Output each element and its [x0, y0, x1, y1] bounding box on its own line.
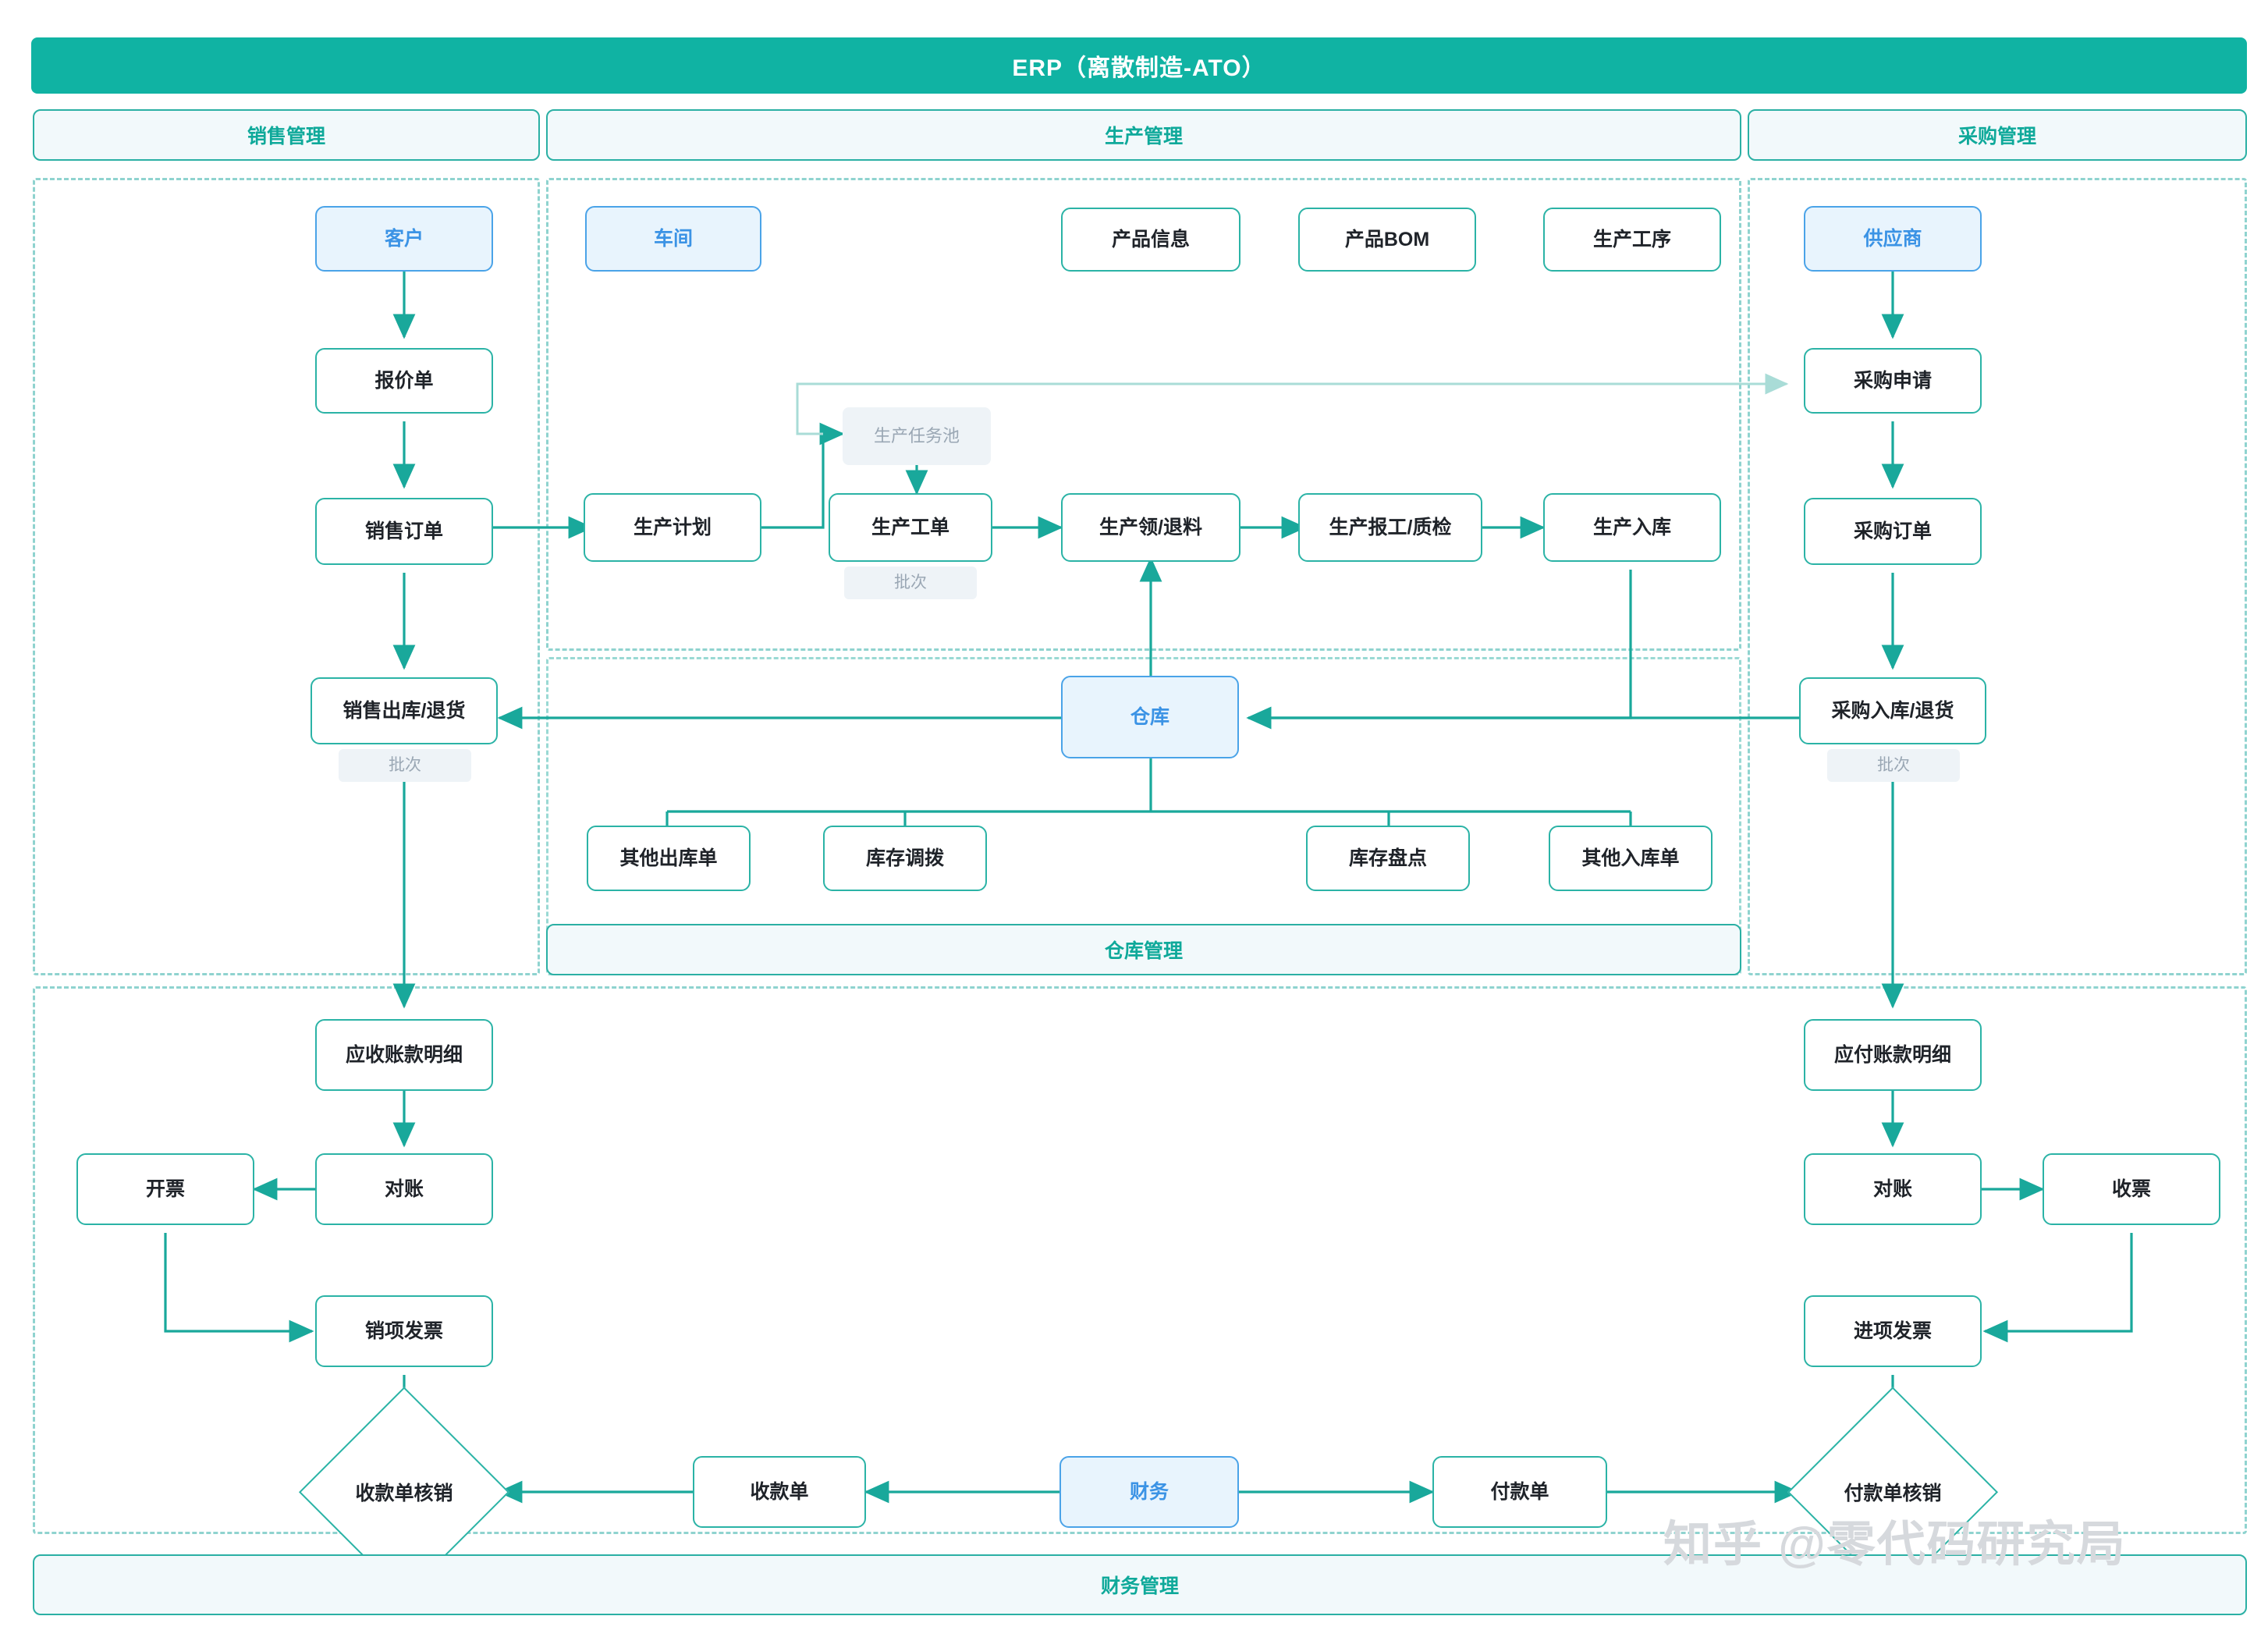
module-header-warehouse[interactable]: 仓库管理 — [546, 924, 1741, 975]
node-output-invoice[interactable]: 销项发票 — [315, 1295, 493, 1367]
node-receivable-detail[interactable]: 应收账款明细 — [315, 1019, 493, 1091]
node-supplier[interactable]: 供应商 — [1804, 206, 1982, 272]
node-task-pool: 生产任务池 — [843, 407, 991, 465]
node-product-info[interactable]: 产品信息 — [1061, 208, 1240, 272]
node-reconcile-ap[interactable]: 对账 — [1804, 1153, 1982, 1225]
node-material-issue[interactable]: 生产领/退料 — [1061, 493, 1240, 562]
node-invoicing[interactable]: 开票 — [76, 1153, 254, 1225]
node-production-process[interactable]: 生产工序 — [1543, 208, 1721, 272]
module-header-finance[interactable]: 财务管理 — [33, 1554, 2247, 1615]
region-purchase — [1748, 178, 2247, 975]
node-input-invoice[interactable]: 进项发票 — [1804, 1295, 1982, 1367]
node-payment-writeoff[interactable]: 付款单核销 — [1787, 1387, 1998, 1597]
node-stock-transfer[interactable]: 库存调拨 — [823, 826, 987, 891]
tag-production-batch: 批次 — [844, 566, 977, 599]
watermark: 知乎 @零代码研究局 — [1663, 1518, 2127, 1572]
node-stock-count[interactable]: 库存盘点 — [1306, 826, 1470, 891]
node-reconcile-ar[interactable]: 对账 — [315, 1153, 493, 1225]
node-report-qc[interactable]: 生产报工/质检 — [1298, 493, 1482, 562]
region-sales — [33, 178, 540, 975]
module-header-production[interactable]: 生产管理 — [546, 109, 1741, 161]
receipt-writeoff-label: 收款单核销 — [355, 1483, 453, 1504]
node-receipt-voucher[interactable]: 收款单 — [693, 1456, 866, 1528]
node-finance-actor[interactable]: 财务 — [1059, 1456, 1239, 1528]
node-product-bom[interactable]: 产品BOM — [1298, 208, 1476, 272]
node-receipt-writeoff[interactable]: 收款单核销 — [299, 1387, 509, 1597]
tag-purchase-batch: 批次 — [1827, 749, 1960, 782]
node-work-order[interactable]: 生产工单 — [829, 493, 992, 562]
node-payment-voucher[interactable]: 付款单 — [1432, 1456, 1607, 1528]
node-purchase-request[interactable]: 采购申请 — [1804, 348, 1982, 414]
node-production-plan[interactable]: 生产计划 — [584, 493, 761, 562]
node-warehouse[interactable]: 仓库 — [1061, 676, 1239, 758]
region-finance — [33, 986, 2247, 1534]
node-bill-receipt[interactable]: 收票 — [2043, 1153, 2220, 1225]
node-sales-outbound[interactable]: 销售出库/退货 — [311, 677, 498, 744]
payment-writeoff-label: 付款单核销 — [1844, 1483, 1942, 1504]
node-quotation[interactable]: 报价单 — [315, 348, 493, 414]
node-purchase-inbound[interactable]: 采购入库/退货 — [1799, 677, 1986, 744]
node-payable-detail[interactable]: 应付账款明细 — [1804, 1019, 1982, 1091]
node-sales-order[interactable]: 销售订单 — [315, 498, 493, 565]
node-other-inbound[interactable]: 其他入库单 — [1549, 826, 1713, 891]
tag-sales-batch: 批次 — [339, 749, 471, 782]
node-other-outbound[interactable]: 其他出库单 — [587, 826, 751, 891]
module-header-purchase[interactable]: 采购管理 — [1748, 109, 2247, 161]
node-customer[interactable]: 客户 — [315, 206, 493, 272]
module-header-sales[interactable]: 销售管理 — [33, 109, 540, 161]
node-production-inbound[interactable]: 生产入库 — [1543, 493, 1721, 562]
node-workshop[interactable]: 车间 — [585, 206, 761, 272]
page-title: ERP（离散制造-ATO） — [31, 37, 2247, 94]
node-purchase-order[interactable]: 采购订单 — [1804, 498, 1982, 565]
